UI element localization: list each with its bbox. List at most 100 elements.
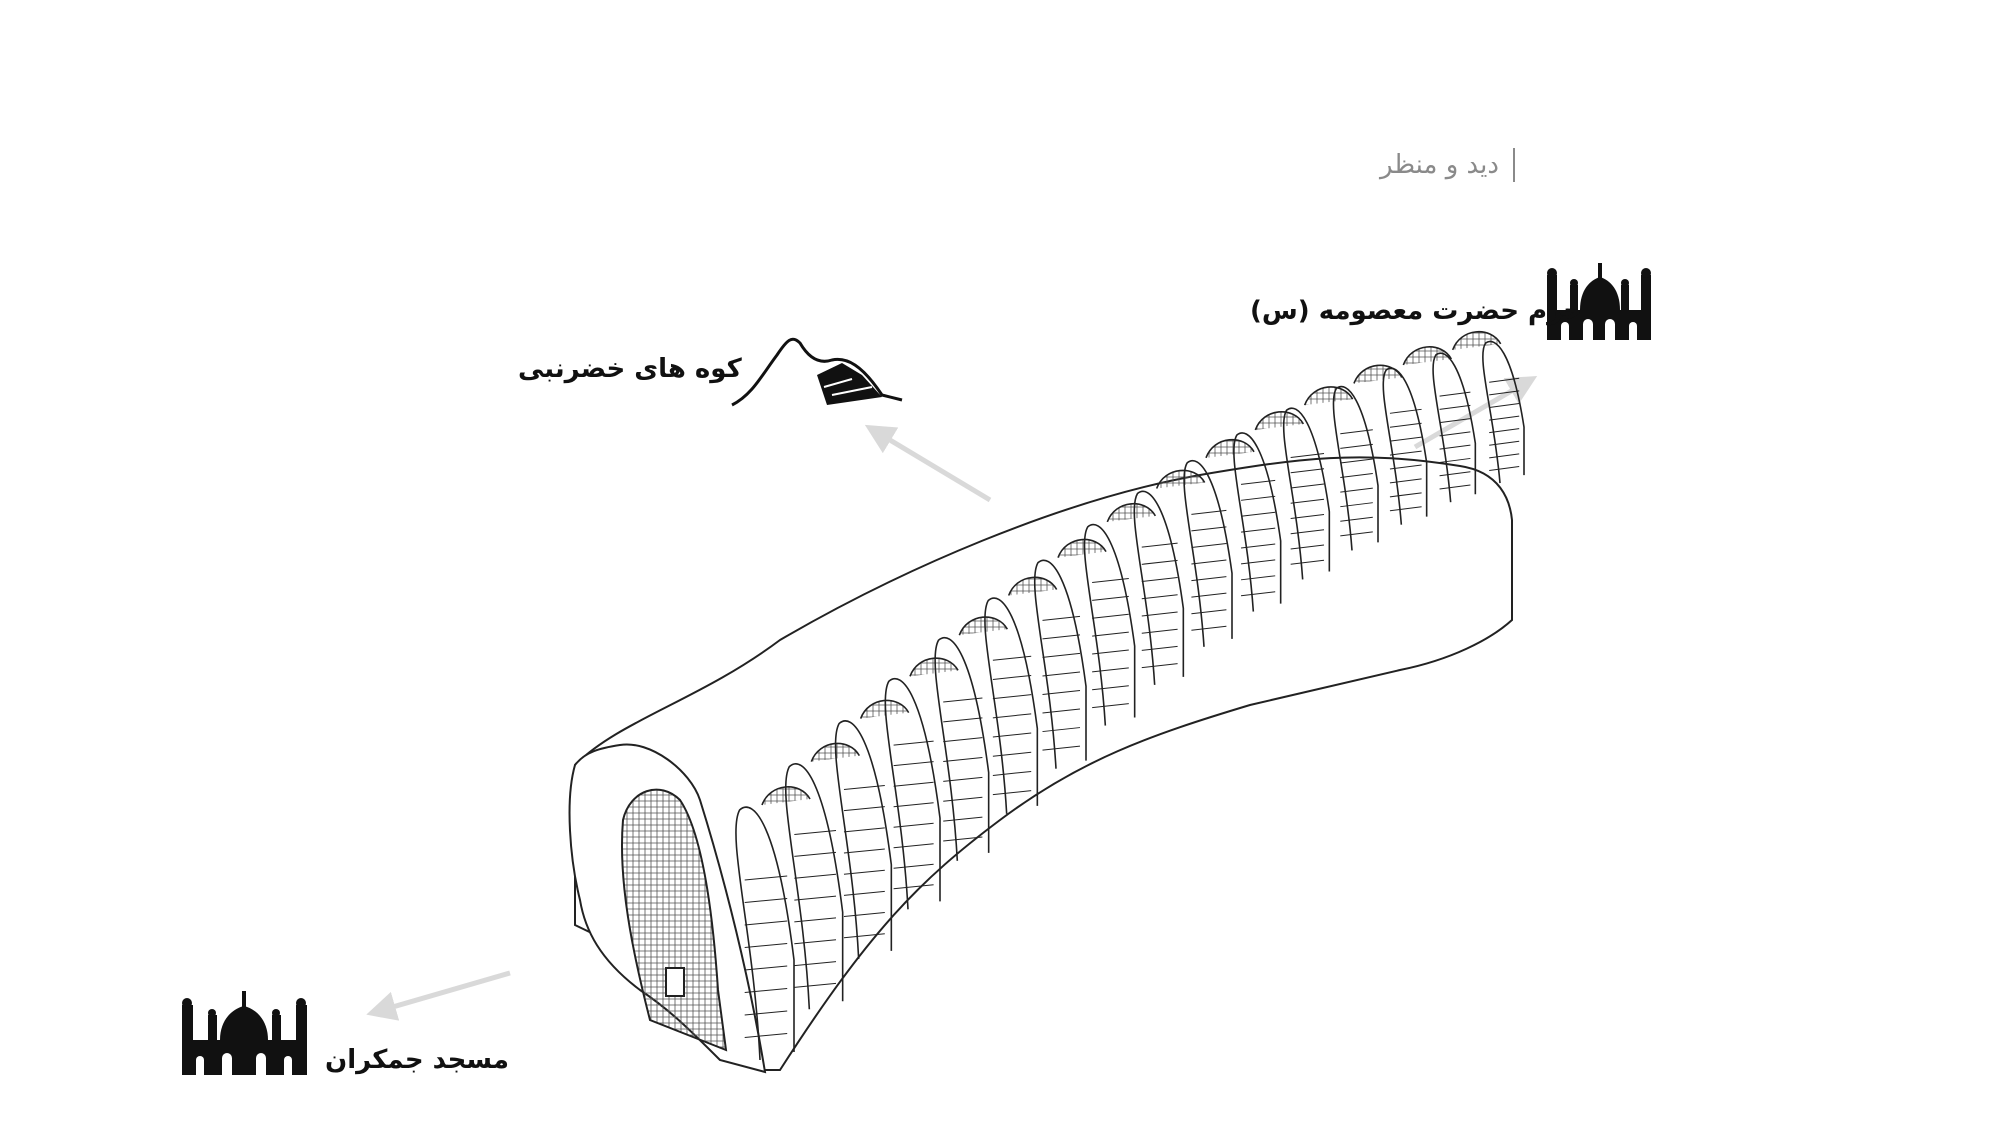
floor-slat [1489,440,1520,446]
roof-dome [1007,576,1058,596]
floor-slat [1240,575,1276,581]
floor-slat [1141,594,1178,600]
floor-slat [794,939,837,945]
floor-slat [943,796,983,802]
floor-slat [1340,429,1373,435]
floor-slat [1141,559,1178,565]
floor-slat [1340,458,1373,464]
roof-dome [859,699,910,719]
floor-slat [1489,402,1520,408]
floor-slat [992,732,1032,738]
floor-slat [1191,576,1227,582]
floor-slat [794,982,837,988]
floor-slat [1439,484,1471,490]
floor-slat [1240,543,1276,549]
floor-slat [1141,611,1178,617]
floor-slat [1290,544,1325,550]
floor-slat [744,875,788,881]
roof-dome [1353,364,1403,384]
floor-slat [1290,468,1325,474]
vault-rib [1183,459,1233,647]
vault-rib [1033,559,1087,769]
vault-rib [1382,367,1428,525]
roof-dome [958,616,1009,636]
floor-slat [1042,689,1081,695]
floor-slat [1042,615,1081,621]
roof-dome [1155,469,1206,489]
roof-dome [909,657,959,677]
floor-slat [1439,457,1471,463]
floor-slat [794,851,837,857]
arrow-to-mountains [864,424,992,503]
floor-slat [1489,465,1520,471]
floor-slat [1092,578,1129,584]
vault-rib [1282,407,1331,580]
floor-slat [992,674,1032,680]
floor-slat [893,802,934,808]
floor-slat [1340,502,1373,508]
floor-slat [843,806,885,812]
floor-slat [1092,667,1129,673]
building-drawing [568,456,1513,1074]
floor-slat [992,694,1032,700]
floor-slat [1489,428,1520,434]
floor-slat [843,827,885,833]
floor-slat [893,843,934,849]
arrow-to-mosque [366,970,511,1021]
floor-slat [1389,506,1422,512]
floor-slat [992,770,1032,776]
floor-slat [1240,527,1276,533]
floor-slat [1191,559,1227,565]
building-ribs [735,330,1525,1061]
floor-slat [1042,745,1081,751]
floor-slat [943,717,983,723]
floor-slat [943,697,983,703]
floor-slat [893,863,934,869]
floor-slat [893,781,934,787]
mosque-label: مسجد جمکران [325,1045,509,1075]
floor-slat [744,898,788,903]
floor-slat [744,965,788,971]
roof-dome [1205,438,1255,459]
roof-dome [1057,538,1107,558]
floor-slat [744,943,788,948]
floor-slat [1489,415,1520,421]
floor-slat [1191,542,1227,548]
end-wall-screen [620,788,728,1052]
floor-slat [1389,492,1422,498]
floor-slat [744,920,788,926]
vault-rib [1233,432,1282,612]
floor-slat [1042,634,1081,640]
floor-slat [1092,595,1129,601]
floor-slat [1092,631,1129,637]
vault-rib [1083,523,1136,726]
floor-slat [1191,509,1227,515]
floor-slat [1141,663,1178,669]
floor-slat [1439,404,1471,410]
floor-slat [1389,436,1422,442]
floor-slat [843,890,885,896]
floor-slat [1141,577,1178,583]
floor-slat [1290,453,1325,459]
floor-slat [744,1033,788,1038]
floor-slat [1340,516,1373,522]
floor-slat [1240,559,1276,565]
floor-slat [1389,478,1422,484]
floor-slat [794,873,837,879]
mountains-label: کوه های خضرنبی [518,354,742,384]
floor-slat [1340,531,1373,537]
roof-dome [1451,330,1502,351]
floor-slat [992,713,1032,719]
floor-slat [1191,625,1227,631]
floor-slat [1439,444,1471,450]
floor-slat [1240,511,1276,517]
floor-slat [1290,498,1325,504]
floor-slat [744,988,788,993]
floor-slat [1439,391,1471,397]
floor-slat [1389,450,1422,456]
floor-slat [1489,377,1520,383]
floor-slat [1340,443,1373,449]
vault-rib [834,720,893,959]
vault-rib [1133,490,1185,685]
